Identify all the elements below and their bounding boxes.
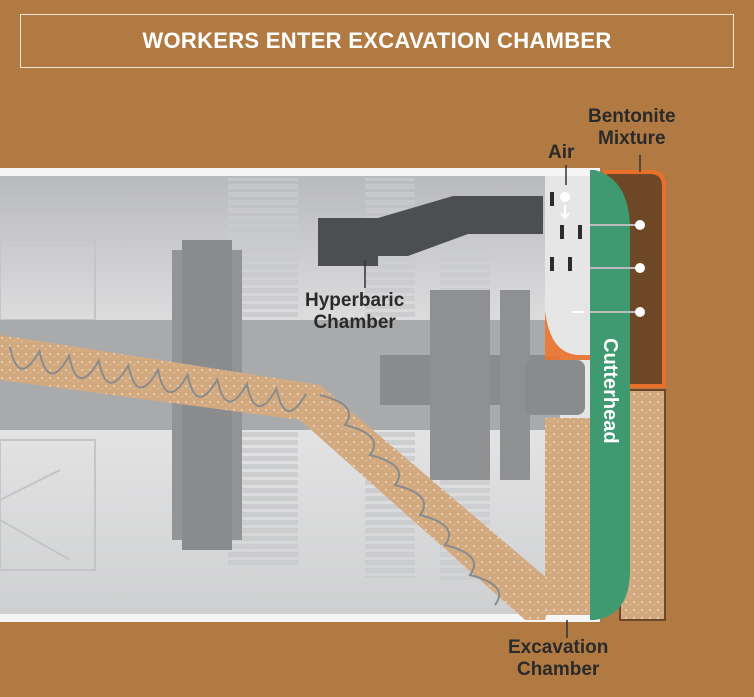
hyperbaric-label-line1: Hyperbaric: [305, 290, 405, 311]
air-label: Air: [548, 142, 575, 163]
cutterhead: [590, 170, 630, 620]
hyperbaric-label-line2: Chamber: [313, 312, 396, 333]
excavation-label-line1: Excavation: [508, 637, 609, 658]
excavation-label: Excavation Chamber: [508, 637, 608, 681]
title-banner: WORKERS ENTER EXCAVATION CHAMBER: [20, 14, 734, 68]
hyperbaric-label: Hyperbaric Chamber: [305, 290, 404, 334]
excavation-chamber: [545, 418, 590, 615]
bentonite-label-line1: Bentonite: [588, 106, 676, 127]
excavation-label-line2: Chamber: [516, 659, 600, 680]
bentonite-label: Bentonite Mixture: [588, 106, 676, 150]
hyperbaric-chamber: [318, 196, 543, 266]
cutterhead-label: Cutterhead: [599, 338, 621, 444]
bentonite-label-line2: Mixture: [598, 128, 666, 149]
workers: [550, 192, 582, 271]
